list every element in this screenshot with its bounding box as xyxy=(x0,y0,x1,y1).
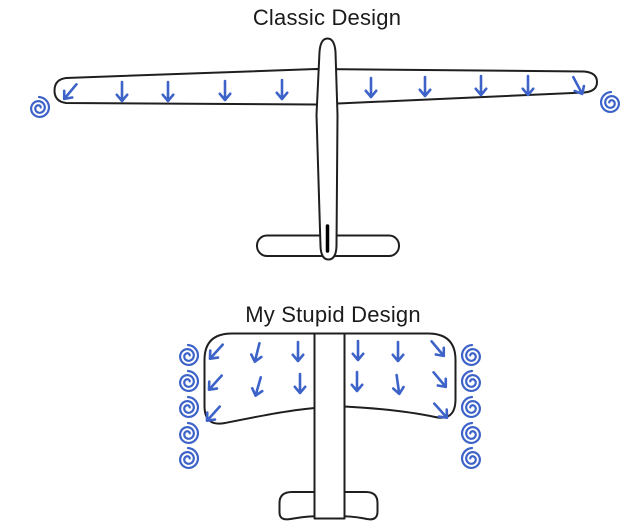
downwash-arrow-icon xyxy=(351,339,365,362)
downwash-arrow-icon xyxy=(293,372,307,395)
classic-flow-field xyxy=(30,74,620,119)
wingtip-vortex-spiral-icon xyxy=(179,395,200,419)
classic-design-title: Classic Design xyxy=(252,5,402,30)
wingtip-vortex-spiral-icon xyxy=(179,446,200,470)
downwash-arrow-icon xyxy=(218,79,232,102)
downwash-arrow-icon xyxy=(249,341,263,364)
stupid-design-title: My Stupid Design xyxy=(245,302,421,327)
downwash-arrow-icon xyxy=(208,343,224,360)
stupid-design-diagram xyxy=(179,332,481,521)
wingtip-vortex-spiral-icon xyxy=(460,421,481,445)
wingtip-vortex-spiral-icon xyxy=(30,95,51,119)
stupid-right-wing xyxy=(343,332,457,419)
downwash-arrow-icon xyxy=(62,83,78,101)
downwash-arrow-icon xyxy=(275,78,289,101)
stupid-right-tailplane xyxy=(343,491,379,521)
downwash-arrow-icon xyxy=(350,370,364,393)
downwash-arrow-icon xyxy=(161,80,175,103)
wingtip-vortex-spiral-icon xyxy=(179,369,200,393)
downwash-arrow-icon xyxy=(207,374,223,391)
wingtip-vortex-spiral-icon xyxy=(460,395,481,419)
downwash-arrow-icon xyxy=(364,76,378,99)
stupid-left-tailplane xyxy=(278,491,316,521)
downwash-arrow-icon xyxy=(391,373,405,396)
downwash-arrow-icon xyxy=(205,405,221,422)
wingtip-vortex-spiral-icon xyxy=(460,343,481,367)
stupid-fuselage xyxy=(313,332,346,520)
wingtip-vortex-spiral-icon xyxy=(460,369,481,393)
downwash-arrow-icon xyxy=(572,75,586,96)
downwash-arrow-icon xyxy=(430,340,446,358)
downwash-arrow-icon xyxy=(433,402,449,419)
stupid-flow-field xyxy=(179,339,481,470)
downwash-arrow-icon xyxy=(474,74,488,97)
wingtip-vortex-spiral-icon xyxy=(599,90,620,114)
downwash-arrow-icon xyxy=(521,74,535,97)
classic-design-diagram xyxy=(30,37,620,261)
downwash-arrow-icon xyxy=(418,75,432,98)
classic-fuselage xyxy=(315,37,339,261)
downwash-arrow-icon xyxy=(250,376,264,397)
wingtip-vortex-spiral-icon xyxy=(460,446,481,470)
downwash-arrow-icon xyxy=(432,371,448,389)
wingtip-vortex-spiral-icon xyxy=(179,421,200,445)
downwash-arrow-icon xyxy=(291,340,305,363)
downwash-arrow-icon xyxy=(115,80,129,103)
downwash-arrow-icon xyxy=(391,340,405,363)
wingtip-vortex-spiral-icon xyxy=(179,343,200,367)
